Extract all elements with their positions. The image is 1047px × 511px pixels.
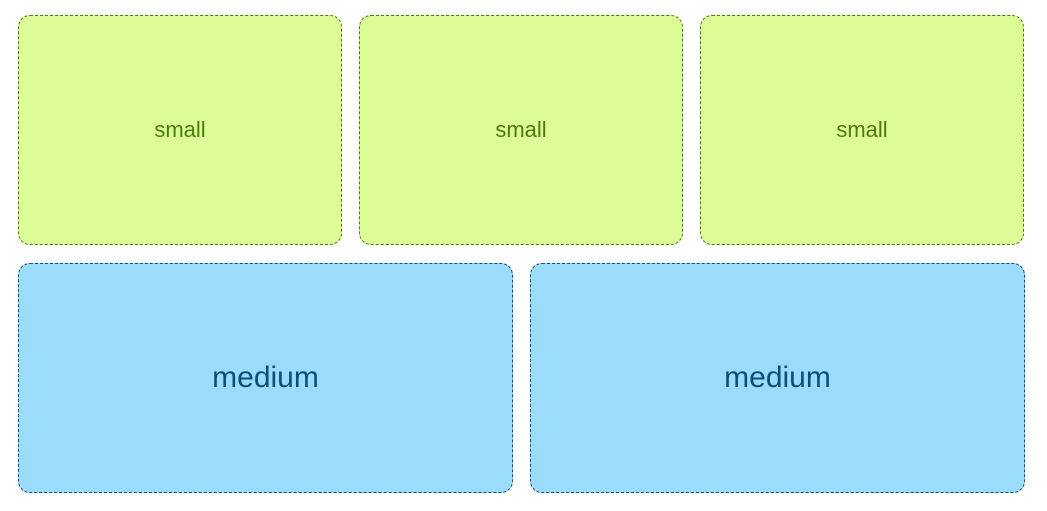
- small-box-label: small: [154, 117, 206, 142]
- medium-box-2: medium: [530, 263, 1025, 493]
- small-box-2: small: [359, 15, 683, 245]
- small-box-3: small: [700, 15, 1024, 245]
- medium-box-label: medium: [212, 361, 319, 394]
- small-box-1: small: [18, 15, 342, 245]
- medium-box-1: medium: [18, 263, 513, 493]
- small-box-label: small: [836, 117, 888, 142]
- small-box-label: small: [495, 117, 547, 142]
- medium-box-label: medium: [724, 361, 831, 394]
